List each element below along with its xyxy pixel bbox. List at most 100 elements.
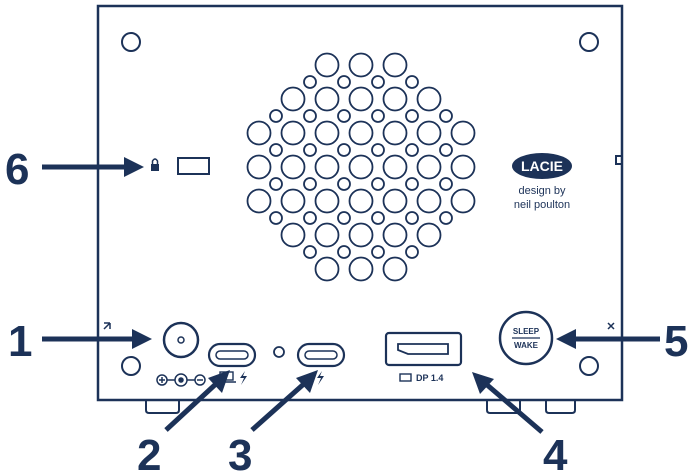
vent-hole-large [314,120,340,146]
arrow-2 [164,370,230,432]
vent-hole-large [348,188,374,214]
vent-hole-small [371,245,385,259]
callout-6: 6 [5,145,29,194]
status-led [273,346,285,358]
vent-hole-large [348,154,374,180]
logo-text: LACIE [521,158,563,174]
enclosure-notch [615,155,622,165]
displayport [384,331,463,367]
vent-hole-small [337,143,351,157]
ventilation-grille [246,52,476,282]
displayport-icon [399,373,412,382]
vent-hole-small [303,109,317,123]
arrow-1 [42,329,152,349]
vent-hole-small [405,109,419,123]
vent-hole-large [450,154,476,180]
arrow-3 [250,370,318,432]
vent-hole-large [246,154,272,180]
vent-hole-large [348,52,374,78]
vent-hole-small [439,143,453,157]
arrow-4 [472,372,544,434]
usb-c-port-computer [207,342,257,368]
vent-hole-small [405,177,419,191]
vent-hole-small [405,143,419,157]
dc-polarity-icon [156,373,206,387]
arrow-5 [556,329,660,349]
vent-hole-large [348,86,374,112]
vent-hole-large [416,86,442,112]
vent-hole-large [416,120,442,146]
vent-hole-small [405,245,419,259]
vent-hole-small [303,143,317,157]
vent-hole-small [371,75,385,89]
vent-hole-small [405,211,419,225]
vent-hole-large [314,86,340,112]
vent-hole-large [348,222,374,248]
vent-hole-small [371,211,385,225]
vent-hole-small [405,75,419,89]
vent-hole-small [337,177,351,191]
vent-hole-large [382,222,408,248]
corner-marks [103,322,615,330]
callout-2: 2 [137,431,161,476]
vent-hole-large [450,120,476,146]
vent-hole-small [303,177,317,191]
tagline-designer: neil poulton [514,199,570,211]
corner-screws [121,32,599,376]
lock-slot [177,157,210,175]
vent-hole-large [382,154,408,180]
screw-top-right [579,32,599,52]
wake-label: WAKE [514,341,539,350]
enclosure-body [96,4,624,402]
vent-hole-large [246,188,272,214]
security-lock [151,157,210,175]
vent-hole-small [371,177,385,191]
vent-hole-small [371,143,385,157]
vent-hole-small [439,109,453,123]
vent-hole-large [314,188,340,214]
vent-hole-large [416,188,442,214]
callout-arrows [42,157,660,434]
vent-hole-large [348,256,374,282]
vent-hole-small [269,177,283,191]
thunderbolt-icon [317,371,324,385]
callout-4: 4 [543,431,568,476]
vent-hole-large [246,120,272,146]
lock-icon [151,158,159,171]
usb-c-port-thunderbolt [296,342,346,368]
sleep-wake-button: SLEEP WAKE [498,310,554,366]
vent-hole-small [337,109,351,123]
vent-hole-small [371,109,385,123]
thunderbolt-icon [240,371,247,385]
vent-hole-large [280,188,306,214]
vent-hole-large [348,120,374,146]
power-port [162,321,200,359]
vent-hole-small [337,75,351,89]
vent-hole-large [382,86,408,112]
vent-hole-large [416,222,442,248]
callout-3: 3 [228,431,252,476]
vent-hole-large [314,52,340,78]
vent-hole-small [303,245,317,259]
tagline-design-by: design by [518,185,566,197]
screw-bottom-right [579,356,599,376]
vent-hole-small [303,211,317,225]
lacie-logo: LACIE [512,153,572,179]
vent-hole-large [280,120,306,146]
vent-hole-large [280,222,306,248]
vent-hole-large [314,222,340,248]
displayport-label: DP 1.4 [416,373,443,383]
vent-hole-small [337,245,351,259]
vent-hole-small [439,211,453,225]
vent-hole-large [450,188,476,214]
vent-hole-large [280,154,306,180]
screw-bottom-left [121,356,141,376]
vent-hole-small [337,211,351,225]
screw-top-left [121,32,141,52]
arrow-6 [42,157,144,177]
vent-hole-large [382,52,408,78]
vent-hole-large [382,256,408,282]
vent-hole-small [269,109,283,123]
vent-hole-large [382,188,408,214]
